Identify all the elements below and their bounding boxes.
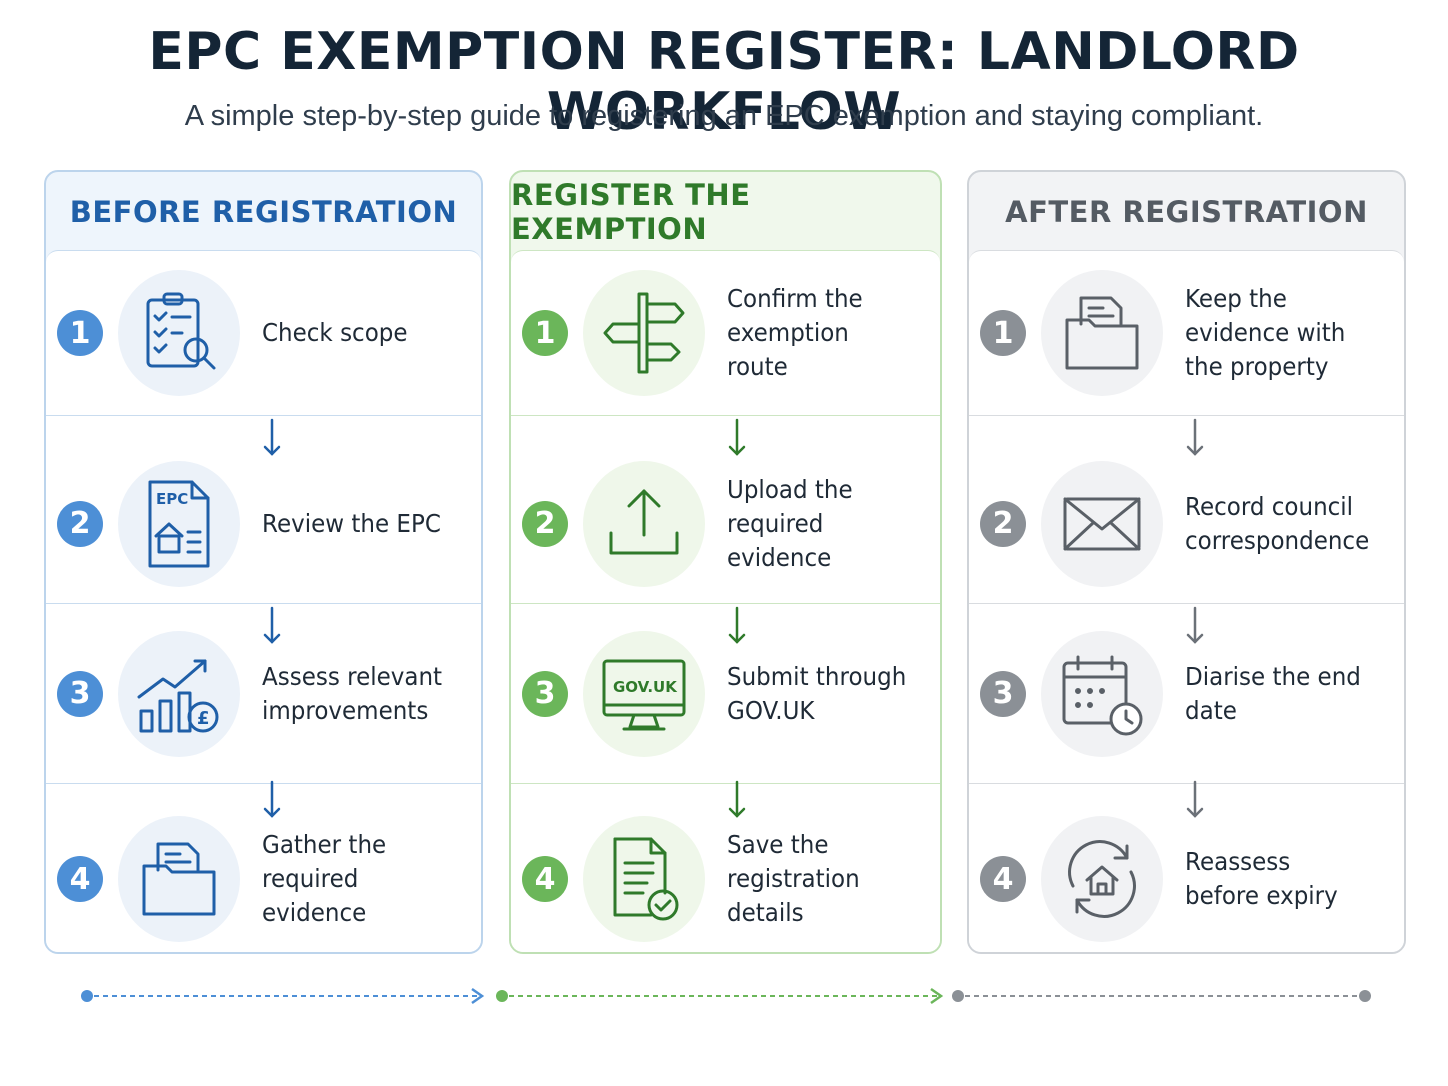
timeline-segment-register [496, 987, 944, 1005]
step-card: 1 Check scope [46, 250, 481, 415]
epc-icon-text: EPC [156, 490, 188, 508]
step-label: Submit through GOV.UK [727, 661, 907, 725]
step-label: Assess relevant improvements [262, 661, 443, 725]
signpost-icon [583, 270, 705, 396]
step-card: 2 Record council correspondence [969, 415, 1404, 603]
step-label: Upload the required evidence [727, 474, 853, 572]
house-refresh-icon [1041, 816, 1163, 942]
step-label: Keep the evidence with the property [1185, 284, 1346, 381]
upload-icon [583, 460, 705, 587]
monitor-govuk-icon: GOV.UK [583, 630, 705, 757]
step-card: 2 EPC Review the EPC [46, 415, 481, 603]
timeline-segment-before [81, 987, 485, 1005]
govuk-icon-text: GOV.UK [613, 678, 678, 696]
step-card: 3 GOV.UK Submit through GOV.UK [511, 603, 940, 783]
step-number-badge: 3 [522, 670, 568, 717]
step-label: Diarise the end date [1185, 661, 1361, 725]
arrow-down-icon [728, 780, 746, 818]
arrow-down-icon [1186, 418, 1204, 456]
step-label: Record council correspondence [1185, 491, 1370, 555]
step-number-badge: 2 [57, 500, 103, 547]
step-number-badge: 2 [522, 500, 568, 547]
step-number-badge: 1 [522, 310, 568, 356]
epc-document-icon: EPC [118, 460, 240, 587]
growth-chart-pound-icon: £ [118, 630, 240, 757]
column-header: AFTER REGISTRATION [1005, 195, 1368, 229]
step-label: Reassess before expiry [1185, 847, 1338, 910]
clipboard-search-icon [118, 270, 240, 396]
column-header: REGISTER THE EXEMPTION [511, 178, 751, 246]
arrow-down-icon [263, 606, 281, 644]
arrow-down-icon [728, 606, 746, 644]
folder-document-icon [1041, 270, 1163, 396]
step-card: 4 Save the registration details [511, 780, 940, 952]
step-label: Check scope [262, 318, 408, 347]
step-number-badge: 3 [57, 670, 103, 717]
arrow-down-icon [1186, 780, 1204, 818]
calendar-clock-icon [1041, 630, 1163, 757]
page-title: EPC EXEMPTION REGISTER: LANDLORD WORKFLO… [148, 22, 1300, 142]
step-number-badge: 4 [522, 856, 568, 902]
step-number-badge: 4 [980, 856, 1026, 902]
step-card: 3 £ Assess relevant improvements [46, 603, 481, 783]
document-check-icon [583, 816, 705, 942]
column-after-registration: AFTER REGISTRATION 1 Keep the evidence w… [967, 170, 1406, 954]
step-card: 4 Reassess before expiry [969, 780, 1404, 952]
step-number-badge: 1 [57, 310, 103, 356]
arrow-down-icon [263, 780, 281, 818]
step-number-badge: 4 [57, 856, 103, 902]
step-number-badge: 1 [980, 310, 1026, 356]
folder-document-icon [118, 816, 240, 942]
step-card: 2 Upload the required evidence [511, 415, 940, 603]
column-header: BEFORE REGISTRATION [69, 195, 458, 229]
arrow-down-icon [263, 418, 281, 456]
step-number-badge: 2 [980, 500, 1026, 547]
timeline-segment-after [952, 990, 1371, 1002]
step-card: 1 Confirm the exemption route [511, 250, 940, 415]
arrow-down-icon [728, 418, 746, 456]
page-subtitle: A simple step-by-step guide to registeri… [184, 100, 1264, 132]
step-label: Gather the required evidence [262, 830, 387, 927]
column-register-exemption: REGISTER THE EXEMPTION 1 Confirm the exe… [509, 170, 942, 954]
step-card: 3 Diarise the end date [969, 603, 1404, 783]
step-label: Save the registration details [727, 830, 860, 927]
envelope-icon [1041, 460, 1163, 587]
step-label: Confirm the exemption route [727, 284, 863, 381]
timeline-connector [81, 987, 1371, 1005]
step-card: 1 Keep the evidence with the property [969, 250, 1404, 415]
step-number-badge: 3 [980, 670, 1026, 717]
column-before-registration: BEFORE REGISTRATION 1 Check scope 2 EPC [44, 170, 483, 954]
svg-text:£: £ [197, 708, 210, 729]
step-card: 4 Gather the required evidence [46, 780, 481, 952]
arrow-down-icon [1186, 606, 1204, 644]
step-label: Review the EPC [262, 508, 441, 538]
